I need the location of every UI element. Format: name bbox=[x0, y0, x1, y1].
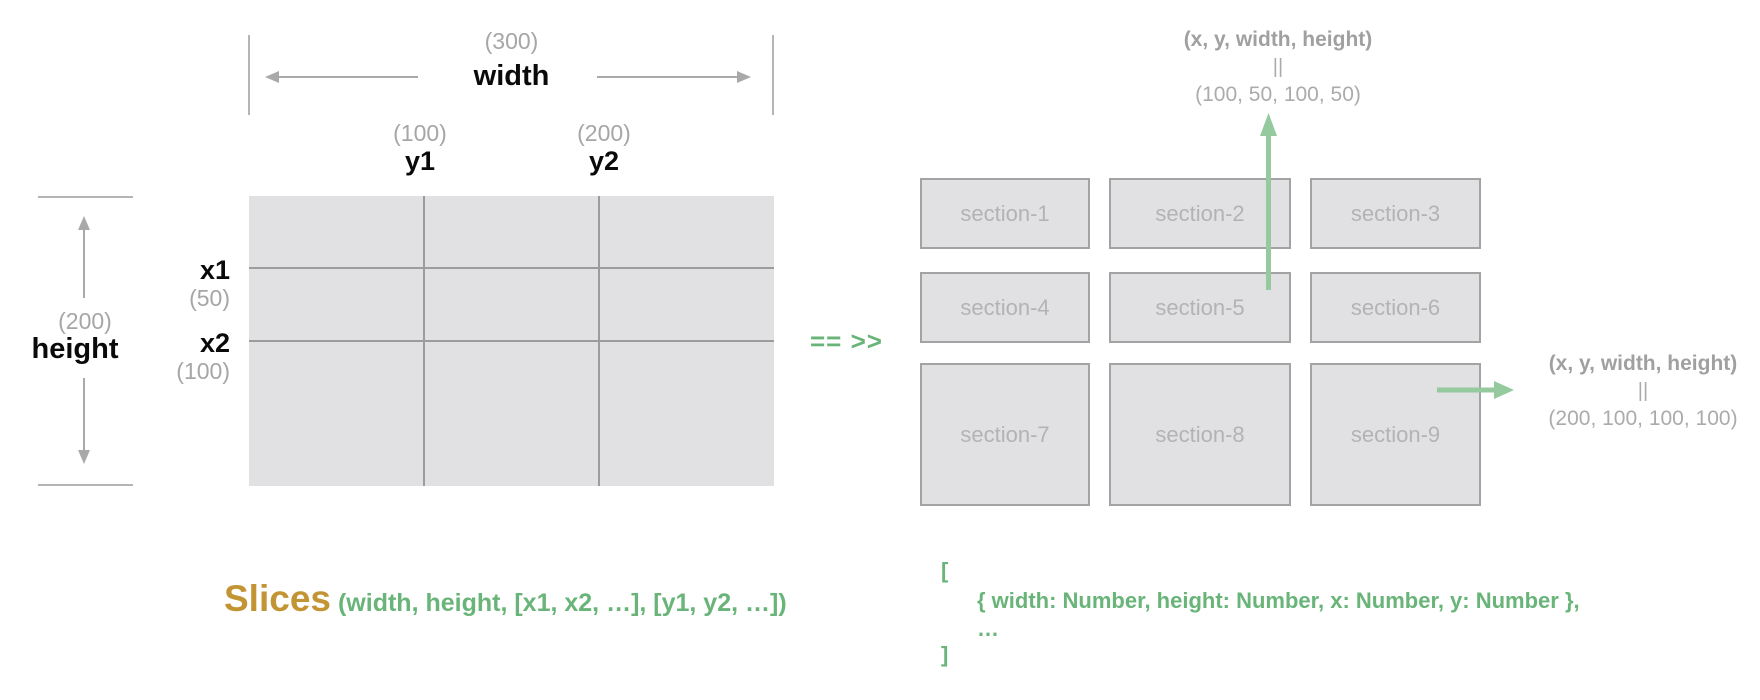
transform-connector: == >> bbox=[810, 326, 883, 356]
section-box-5: section-5 bbox=[1109, 272, 1291, 343]
section-box-8: section-8 bbox=[1109, 363, 1291, 506]
code-close-bracket: ] bbox=[941, 642, 949, 667]
arrow-down-icon bbox=[78, 378, 90, 464]
arrow-left-icon bbox=[265, 71, 418, 83]
y1-value: (100) bbox=[393, 120, 447, 146]
section-box-9: section-9 bbox=[1310, 363, 1481, 506]
sliced-rectangle bbox=[249, 196, 774, 486]
width-dimension-value: (300) bbox=[484, 28, 539, 54]
section-box-4: section-4 bbox=[920, 272, 1090, 343]
grid-line-x2 bbox=[249, 340, 774, 342]
x2-value: (100) bbox=[176, 358, 230, 384]
arrow-up-icon bbox=[78, 216, 90, 298]
y2-label: y2 bbox=[588, 146, 620, 176]
section-label: section-5 bbox=[1155, 294, 1245, 320]
section5-annotation: (x, y, width, height) || (100, 50, 100, … bbox=[1128, 28, 1428, 107]
section-box-7: section-7 bbox=[920, 363, 1090, 506]
green-arrow-right-icon bbox=[1437, 381, 1514, 399]
section-label: section-6 bbox=[1350, 294, 1441, 320]
annotation-values: (200, 100, 100, 100) bbox=[1548, 407, 1738, 430]
height-dimension-label: height bbox=[31, 333, 119, 365]
y1-label: y1 bbox=[404, 146, 436, 176]
grid-line-x1 bbox=[249, 267, 774, 269]
annotation-values: (100, 50, 100, 50) bbox=[1195, 83, 1361, 106]
annotation-keys: (x, y, width, height) bbox=[1183, 28, 1373, 51]
section-label: section-9 bbox=[1350, 421, 1441, 447]
height-bracket-bottom-tick bbox=[38, 484, 133, 486]
height-bracket-top-tick bbox=[38, 196, 133, 198]
width-dimension-label: width bbox=[473, 60, 550, 92]
height-dimension-value: (200) bbox=[58, 308, 112, 334]
section-box-3: section-3 bbox=[1310, 178, 1481, 249]
annotation-equals: || bbox=[1272, 56, 1284, 78]
width-bracket-right-tick bbox=[772, 35, 774, 115]
arrow-right-icon bbox=[597, 71, 751, 83]
x2-label: x2 bbox=[199, 328, 230, 358]
section-label: section-3 bbox=[1350, 200, 1441, 226]
function-args: (width, height, [x1, x2, …], [y1, y2, …]… bbox=[337, 589, 787, 617]
y2-value: (200) bbox=[577, 120, 631, 146]
x1-label: x1 bbox=[199, 255, 230, 285]
green-arrow-up-icon bbox=[1260, 113, 1277, 290]
function-signature: Slices (width, height, [x1, x2, …], [y1,… bbox=[224, 578, 787, 620]
width-bracket-left-tick bbox=[248, 35, 250, 115]
annotation-keys: (x, y, width, height) bbox=[1548, 352, 1738, 375]
result-code-block: [ { width: Number, height: Number, x: Nu… bbox=[941, 558, 1701, 688]
section-label: section-2 bbox=[1155, 200, 1245, 226]
code-open-bracket: [ bbox=[941, 558, 949, 583]
function-name: Slices bbox=[224, 578, 331, 619]
annotation-equals: || bbox=[1637, 380, 1649, 402]
section9-annotation: (x, y, width, height) || (200, 100, 100,… bbox=[1518, 352, 1760, 431]
section-label: section-1 bbox=[960, 200, 1050, 226]
section-label: section-4 bbox=[960, 294, 1050, 320]
section-box-1: section-1 bbox=[920, 178, 1090, 249]
section-box-2: section-2 bbox=[1109, 178, 1291, 249]
x1-value: (50) bbox=[189, 285, 230, 311]
code-ellipsis: … bbox=[977, 616, 999, 641]
section-label: section-7 bbox=[960, 421, 1050, 447]
section-label: section-8 bbox=[1155, 421, 1245, 447]
section-box-6: section-6 bbox=[1310, 272, 1481, 343]
code-object-line: { width: Number, height: Number, x: Numb… bbox=[977, 588, 1580, 613]
